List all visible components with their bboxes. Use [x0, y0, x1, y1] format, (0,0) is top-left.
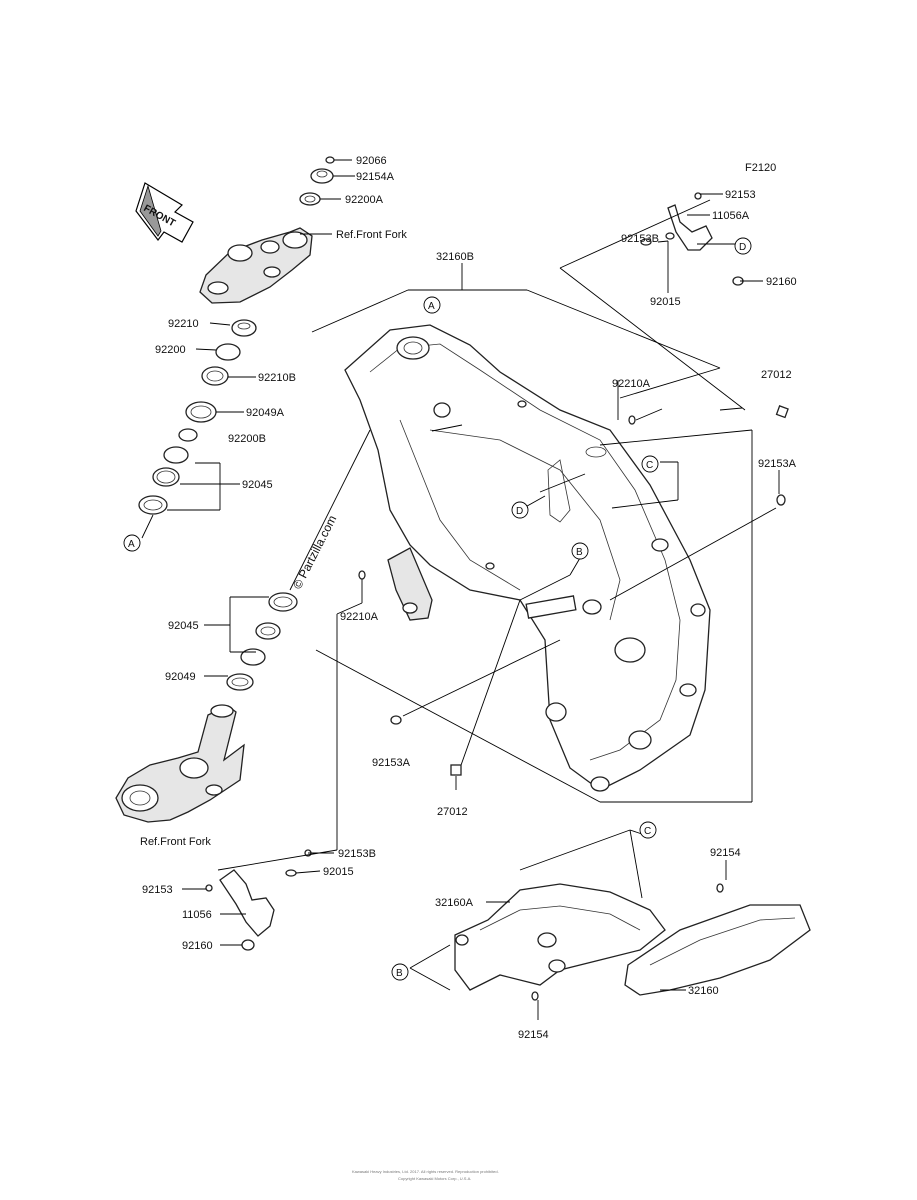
part-label-92160-bottom: 92160 — [182, 940, 213, 952]
part-label-92153-top: 92153 — [725, 189, 756, 201]
part-label-92045-upper: 92045 — [242, 479, 273, 491]
label-sticker-27012-right — [775, 405, 789, 419]
part-label-11056A: 11056A — [712, 210, 750, 222]
diagram-code: F2120 — [745, 162, 776, 174]
part-label-92154A: 92154A — [356, 171, 395, 183]
part-label-92200B: 92200B — [228, 433, 266, 445]
callout-C-frame: C — [641, 455, 659, 473]
bolt-92210A-right — [628, 415, 636, 425]
part-label-27012-center: 27012 — [437, 806, 468, 818]
part-label-27012-right: 27012 — [761, 369, 792, 381]
part-label-32160B: 32160B — [436, 251, 474, 263]
svg-text:C: C — [646, 460, 653, 471]
part-label-92153B-bottom: 92153B — [338, 848, 376, 860]
part-label-32160A: 32160A — [435, 897, 474, 909]
part-label-92066: 92066 — [356, 155, 387, 167]
svg-text:D: D — [739, 242, 746, 253]
callout-B-rear: B — [391, 963, 409, 981]
part-label-92049A: 92049A — [246, 407, 285, 419]
part-label-92154-lower: 92154 — [518, 1029, 549, 1041]
front-arrow-icon: FRONT — [135, 182, 194, 243]
part-label-92015-bottom: 92015 — [323, 866, 354, 878]
part-label-92210A-right: 92210A — [612, 378, 651, 390]
bolt-92153A-right — [776, 494, 786, 506]
callout-D-top: D — [734, 237, 752, 255]
part-label-92200: 92200 — [155, 344, 186, 356]
callout-C-rear: C — [639, 821, 657, 839]
footer-copyright-2: Copyright Kawasaki Motors Corp., U.S.A. — [398, 1176, 471, 1181]
part-label-ref-front-fork-bottom: Ref.Front Fork — [140, 836, 211, 848]
footer-copyright: Kawasaki Heavy Industries, Ltd. 2017. Al… — [352, 1169, 499, 1174]
label-sticker-27012-center — [450, 764, 462, 776]
part-label-ref-front-fork-top: Ref.Front Fork — [336, 229, 407, 241]
bolt-92153A-center — [390, 715, 402, 725]
callout-A-top: A — [423, 296, 441, 314]
part-label-92015-top: 92015 — [650, 296, 681, 308]
part-label-92200A: 92200A — [345, 194, 384, 206]
bracket-11056 — [205, 849, 312, 951]
svg-text:B: B — [396, 968, 403, 979]
part-label-92153A-center: 92153A — [372, 757, 411, 769]
watermark: © Partzilla.com — [290, 513, 339, 591]
part-label-92153B-top: 92153B — [621, 233, 659, 245]
part-label-92154-upper: 92154 — [710, 847, 741, 859]
callout-A-left: A — [123, 534, 141, 552]
bracket-11056A — [640, 192, 744, 286]
steering-bottom-parts — [115, 592, 298, 823]
callout-B-frame: B — [571, 542, 589, 560]
part-label-32160: 32160 — [688, 985, 719, 997]
callout-D-frame: D — [511, 501, 529, 519]
svg-text:D: D — [516, 506, 523, 517]
svg-text:B: B — [576, 547, 583, 558]
part-label-92210: 92210 — [168, 318, 199, 330]
part-label-92210B: 92210B — [258, 372, 296, 384]
part-label-11056: 11056 — [182, 909, 212, 921]
svg-text:C: C — [644, 826, 651, 837]
rear-subframes — [454, 883, 811, 1001]
svg-text:A: A — [428, 301, 435, 312]
part-label-92045-lower: 92045 — [168, 620, 199, 632]
part-label-92049: 92049 — [165, 671, 196, 683]
svg-text:A: A — [128, 539, 135, 550]
part-label-92153A-right: 92153A — [758, 458, 797, 470]
part-label-92210A-center: 92210A — [340, 611, 379, 623]
part-label-92153-bottom: 92153 — [142, 884, 173, 896]
leader-lines — [141, 159, 780, 1020]
bolt-92210A-center — [358, 570, 366, 580]
main-frame — [344, 324, 711, 792]
part-label-92160-top: 92160 — [766, 276, 797, 288]
